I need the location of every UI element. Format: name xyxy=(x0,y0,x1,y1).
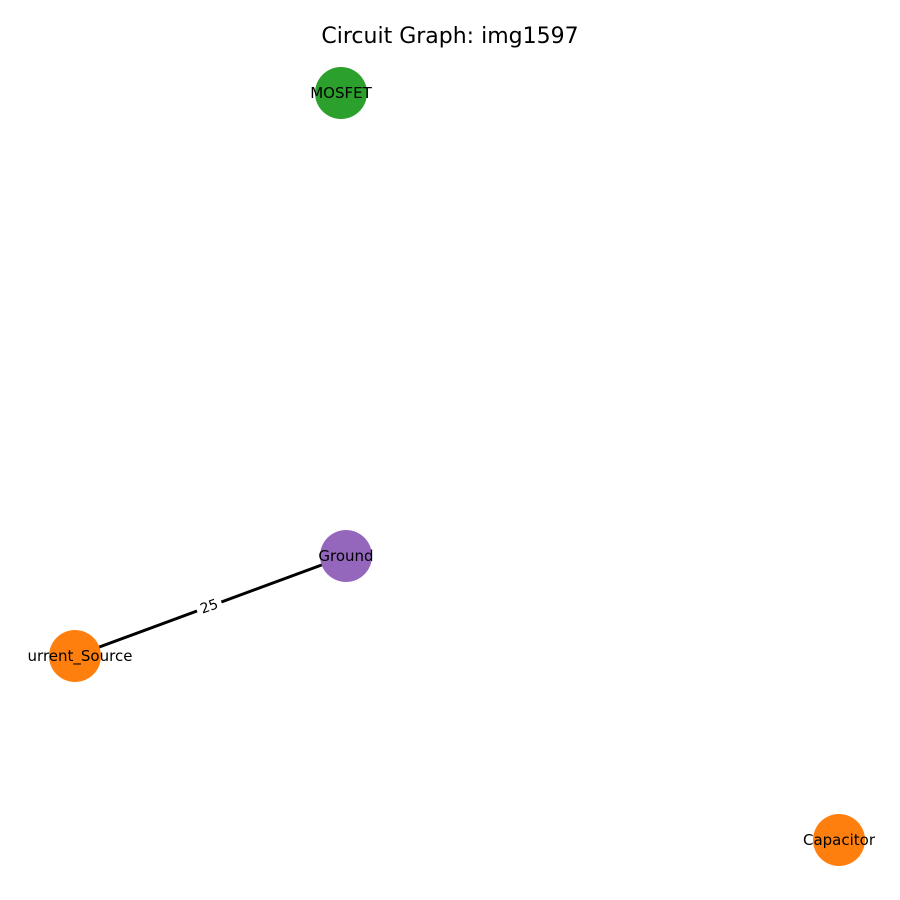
node-current-source: urrent_Source xyxy=(28,630,133,682)
node-capacitor-label: Capacitor xyxy=(803,831,876,849)
edge-label-current-source-ground: 25 xyxy=(193,592,225,620)
edge-weight-label: 25 xyxy=(198,596,220,617)
node-capacitor: Capacitor xyxy=(803,814,876,866)
node-mosfet-label: MOSFET xyxy=(310,84,372,102)
node-current-source-label: urrent_Source xyxy=(28,647,133,666)
node-ground-label: Ground xyxy=(318,547,373,565)
node-ground-circle xyxy=(320,530,372,582)
node-capacitor-circle xyxy=(813,814,865,866)
node-current-source-circle xyxy=(49,630,101,682)
node-mosfet-circle xyxy=(315,67,367,119)
graph-title: Circuit Graph: img1597 xyxy=(321,24,578,49)
node-mosfet: MOSFET xyxy=(310,67,373,119)
node-ground: Ground xyxy=(318,530,374,582)
